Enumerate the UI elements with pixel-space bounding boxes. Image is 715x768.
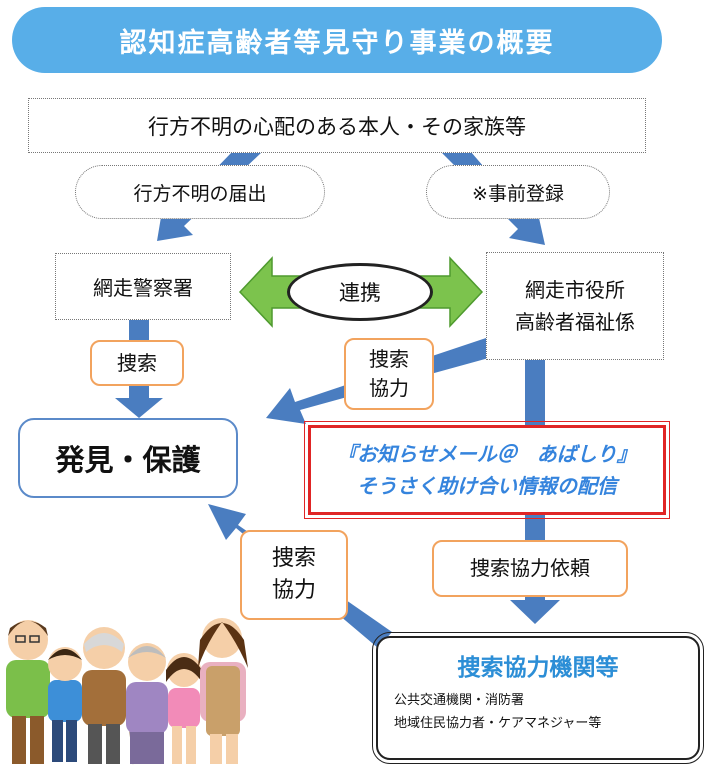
city-office-name: 網走市役所 (525, 278, 625, 302)
family-group-illustration (6, 618, 248, 765)
family-box: 行方不明の心配のある本人・その家族等 (28, 98, 646, 153)
agencies-line-1: 公共交通機関・消防署 (394, 693, 525, 708)
agencies-line-2: 地域住民協力者・ケアマネジャー等 (394, 715, 602, 731)
found-protected-box: 発見・保護 (18, 418, 238, 498)
grandmother-figure (126, 643, 168, 764)
preregister-pill: ※事前登録 (426, 165, 610, 219)
father-figure (6, 620, 50, 764)
mail-service-name: 『お知らせメール＠ あばしり』 (337, 442, 637, 466)
search-cooperation-label-upper: 捜索 協力 (344, 338, 434, 410)
cooperation-oval: 連携 (287, 263, 433, 321)
search-cooperation-label-lower: 捜索 協力 (240, 530, 348, 620)
city-office-section: 高齢者福祉係 (515, 310, 635, 334)
cooperating-agencies-box: 捜索協力機関等 公共交通機関・消防署 地域住民協力者・ケアマネジャー等 (372, 632, 704, 764)
page-title: 認知症高齢者等見守り事業の概要 (12, 7, 662, 73)
report-pill: 行方不明の届出 (75, 165, 325, 219)
mail-notice-box: 『お知らせメール＠ あばしり』 そうさく助け合い情報の配信 (304, 421, 670, 519)
search-request-label: 捜索協力依頼 (432, 540, 628, 597)
search-label: 捜索 (90, 340, 184, 386)
city-office-box: 網走市役所 高齢者福祉係 (486, 252, 664, 360)
boy-figure (48, 647, 82, 762)
agencies-title: 捜索協力機関等 (457, 655, 619, 681)
police-box: 網走警察署 (55, 253, 231, 320)
mail-service-desc: そうさく助け合い情報の配信 (357, 474, 617, 498)
girl-figure (166, 653, 202, 764)
mother-figure (198, 618, 248, 764)
